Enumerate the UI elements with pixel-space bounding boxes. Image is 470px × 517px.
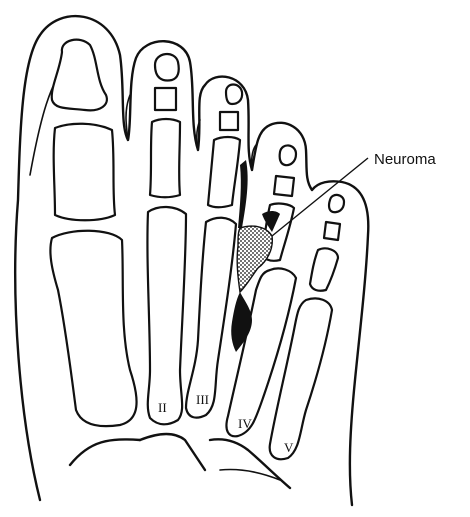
toe5-middle-phalanx: [324, 222, 340, 240]
numeral-V: V: [284, 440, 294, 455]
hallux-proximal-phalanx: [54, 124, 115, 221]
third-metatarsal: [186, 218, 236, 418]
toe4-distal-phalanx: [280, 145, 296, 165]
numeral-II: II: [158, 400, 167, 415]
neuroma-leader-line: [272, 158, 368, 236]
numeral-III: III: [196, 392, 209, 407]
toe2-proximal-phalanx: [150, 119, 180, 197]
tarsal-line-left: [70, 439, 140, 465]
toe5-proximal-phalanx: [310, 248, 338, 290]
toe3-distal-phalanx: [226, 85, 242, 105]
toe3-middle-phalanx: [220, 112, 238, 130]
toe2-distal-phalanx: [155, 54, 179, 80]
tarsal-line-mid: [140, 434, 205, 470]
toe3-proximal-phalanx: [208, 137, 240, 207]
second-metatarsal: [147, 207, 186, 424]
first-metatarsal: [50, 231, 136, 426]
nerve-branch-upper: [238, 160, 248, 228]
numeral-IV: IV: [238, 416, 252, 431]
toe4-middle-phalanx: [274, 176, 294, 196]
toe5-distal-phalanx: [329, 195, 344, 212]
neuroma-label: Neuroma: [374, 151, 436, 168]
hallux-distal-phalanx: [52, 40, 107, 111]
toe2-middle-phalanx: [155, 88, 176, 110]
